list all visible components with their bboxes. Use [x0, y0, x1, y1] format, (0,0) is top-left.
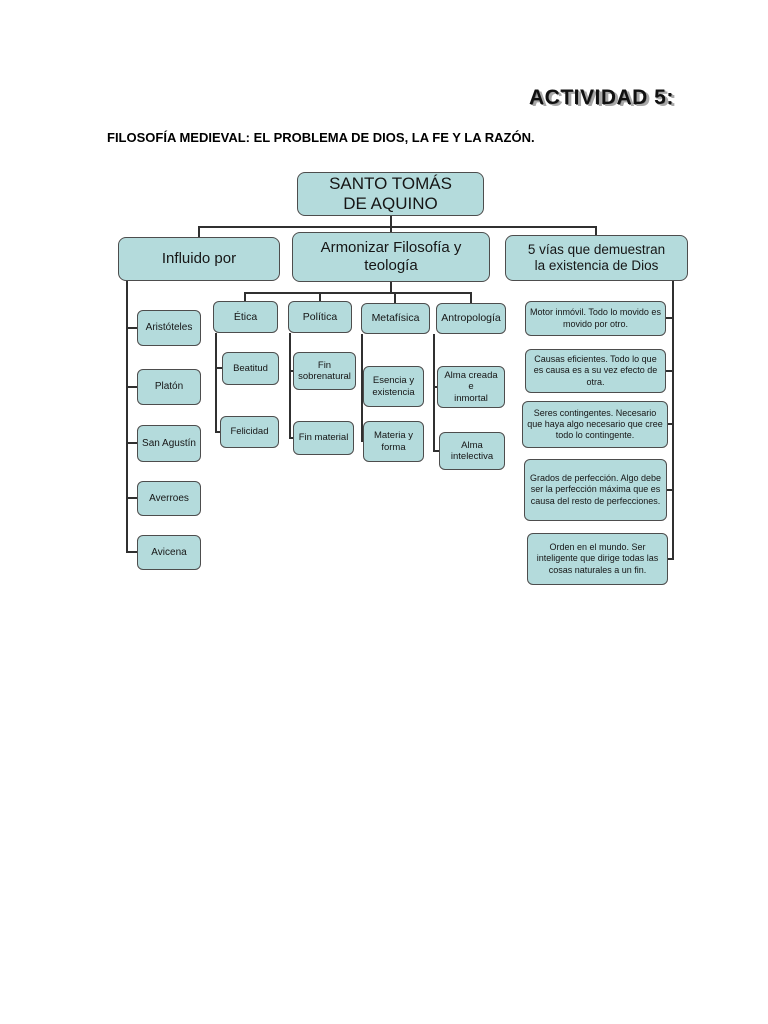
node-fin-sobrenatural: Fin sobrenatural [293, 352, 356, 390]
node-averroes: Averroes [137, 481, 201, 516]
node-via-orden-mundo: Orden en el mundo. Ser inteligente que d… [527, 533, 668, 585]
page-heading: FILOSOFÍA MEDIEVAL: EL PROBLEMA DE DIOS,… [107, 130, 535, 145]
connector-antropologia-stub [470, 292, 472, 303]
connector-via-3 [668, 423, 672, 425]
connector-metafisica-stub [394, 292, 396, 303]
node-felicidad: Felicidad [220, 416, 279, 448]
node-santo-tomas: SANTO TOMÁS DE AQUINO [297, 172, 484, 216]
node-fin-material: Fin material [293, 421, 354, 455]
node-cinco-vias: 5 vías que demuestran la existencia de D… [505, 235, 688, 281]
connector-influido-trunk [126, 281, 128, 553]
connector-via-4 [667, 489, 672, 491]
node-aristoteles: Aristóteles [137, 310, 201, 346]
connector-via-5 [668, 558, 672, 560]
connector-root-armonizar [390, 216, 392, 232]
connector-san-agustin [128, 442, 137, 444]
connector-categories-hbar [244, 292, 472, 294]
node-beatitud: Beatitud [222, 352, 279, 385]
connector-politica-stub [319, 292, 321, 301]
node-via-motor-inmovil: Motor inmóvil. Todo lo movido es movido … [525, 301, 666, 336]
node-san-agustin: San Agustín [137, 425, 201, 462]
node-via-causas-eficientes: Causas eficientes. Todo lo que es causa … [525, 349, 666, 393]
connector-via-1 [666, 317, 672, 319]
node-via-grados-perfeccion: Grados de perfección. Algo debe ser la p… [524, 459, 667, 521]
node-metafisica: Metafísica [361, 303, 430, 334]
node-politica: Política [288, 301, 352, 333]
connector-metafisica-trunk [361, 334, 363, 442]
node-materia-forma: Materia y forma [363, 421, 424, 462]
node-avicena: Avicena [137, 535, 201, 570]
connector-antropologia-trunk [433, 334, 435, 452]
node-alma-intelectiva: Alma intelectiva [439, 432, 505, 470]
node-via-seres-contingentes: Seres contingentes. Necesario que haya a… [522, 401, 668, 448]
connector-vias-stub [595, 226, 597, 235]
connector-branches-hbar [198, 226, 597, 228]
node-armonizar: Armonizar Filosofía y teología [292, 232, 490, 282]
node-alma-creada: Alma creada e inmortal [437, 366, 505, 408]
connector-felicidad [217, 431, 220, 433]
connector-alma-creada [435, 386, 437, 388]
node-platon: Platón [137, 369, 201, 405]
activity-title: ACTIVIDAD 5: [529, 86, 674, 109]
node-influido-por: Influido por [118, 237, 280, 281]
connector-vias-trunk [672, 281, 674, 560]
connector-avicena [128, 551, 137, 553]
connector-averroes [128, 497, 137, 499]
connector-beatitud [217, 367, 222, 369]
connector-influido-stub [198, 226, 200, 237]
connector-via-2 [666, 370, 672, 372]
connector-etica-stub [244, 292, 246, 301]
connector-etica-trunk [215, 333, 217, 433]
connector-armonizar-down [390, 282, 392, 294]
connector-platon [128, 386, 137, 388]
connector-politica-trunk [289, 333, 291, 439]
node-antropologia: Antropología [436, 303, 506, 334]
node-esencia-existencia: Esencia y existencia [363, 366, 424, 407]
connector-aristoteles [128, 327, 137, 329]
connector-fin-sobrenatural [291, 370, 293, 372]
connector-fin-material [291, 437, 293, 439]
connector-alma-intelectiva [435, 450, 439, 452]
node-etica: Ética [213, 301, 278, 333]
